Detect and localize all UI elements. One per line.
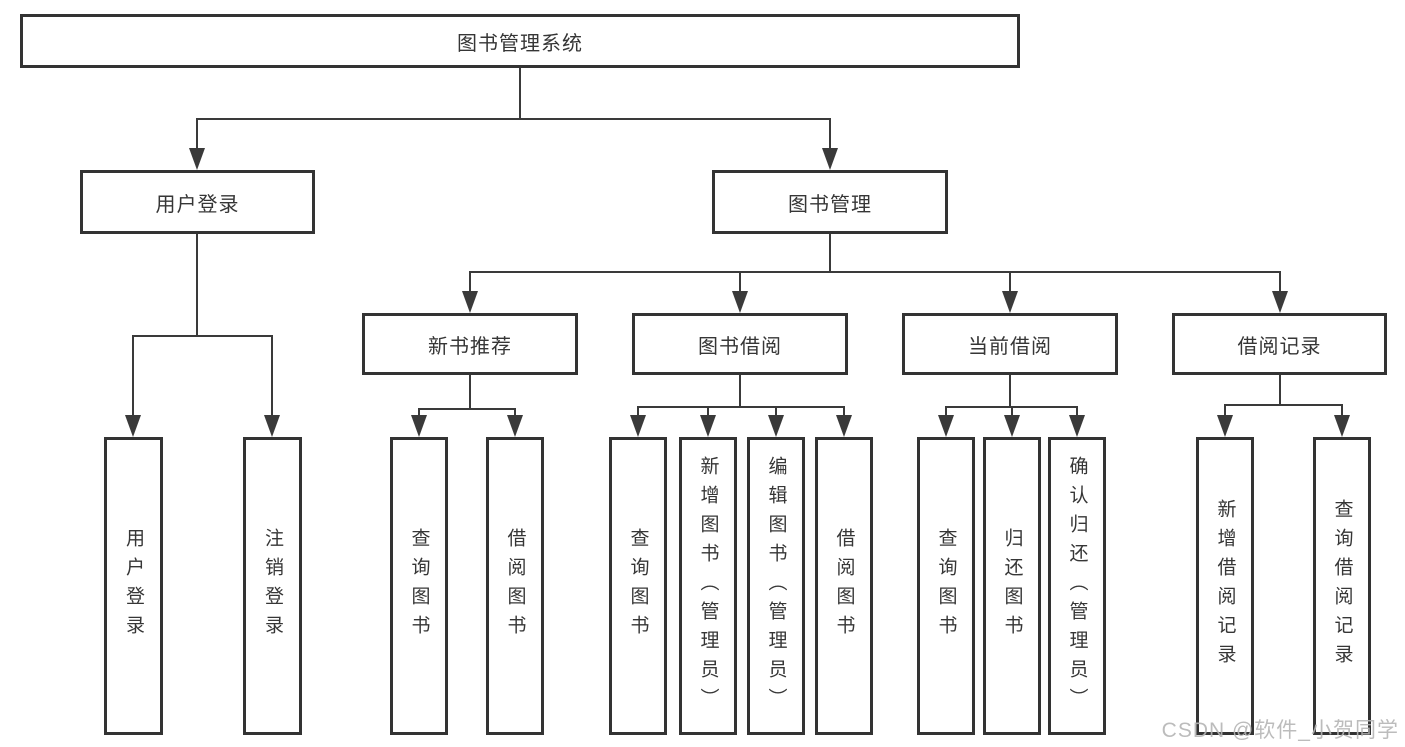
- connector-root-drop-left: [196, 118, 198, 150]
- arrowhead-icon: [630, 415, 646, 437]
- arrowhead-icon: [1004, 415, 1020, 437]
- arrowhead-icon: [1334, 415, 1350, 437]
- connector-bookmgmt-bus: [470, 271, 1281, 273]
- connector-newbook-stem: [469, 375, 471, 408]
- connector-root-stem: [519, 68, 521, 118]
- arrowhead-icon: [411, 415, 427, 437]
- connector-bookborrow-stem: [739, 375, 741, 406]
- arrowhead-icon: [507, 415, 523, 437]
- leaf-label: 查询图书: [935, 528, 957, 644]
- connector-root-drop-right: [829, 118, 831, 150]
- leaf-query-books-1: 查询图书: [390, 437, 448, 735]
- leaf-add-borrow-record: 新增借阅记录: [1196, 437, 1254, 735]
- connector-records-stem: [1279, 375, 1281, 404]
- node-book-borrow: 图书借阅: [632, 313, 848, 375]
- leaf-label: 查询图书: [627, 528, 649, 644]
- connector-bookmgmt-drop-2: [739, 271, 741, 293]
- arrowhead-icon: [1272, 291, 1288, 313]
- connector-newbook-drop-2: [514, 408, 516, 417]
- connector-bookborrow-drop-1: [637, 406, 639, 417]
- arrowhead-icon: [700, 415, 716, 437]
- connector-bookborrow-drop-2: [707, 406, 709, 417]
- connector-currentborrow-stem: [1009, 375, 1011, 406]
- leaf-label: 新增借阅记录: [1214, 499, 1236, 673]
- leaf-query-books-3: 查询图书: [917, 437, 975, 735]
- connector-currentborrow-drop-1: [945, 406, 947, 417]
- connector-records-bus: [1225, 404, 1343, 406]
- connector-root-bus: [197, 118, 830, 120]
- leaf-borrow-books-2: 借阅图书: [815, 437, 873, 735]
- node-user-login: 用户登录: [80, 170, 315, 234]
- connector-bookmgmt-drop-3: [1009, 271, 1011, 293]
- leaf-label: 注销登录: [262, 528, 283, 644]
- arrowhead-icon: [1217, 415, 1233, 437]
- connector-bookborrow-drop-3: [775, 406, 777, 417]
- leaf-label: 查询借阅记录: [1331, 499, 1353, 673]
- arrowhead-icon: [938, 415, 954, 437]
- connector-bookborrow-bus: [638, 406, 845, 408]
- connector-userlogin-drop-2: [271, 335, 273, 417]
- leaf-add-books-admin: 新增图书（管理员）: [679, 437, 737, 735]
- leaf-label: 编辑图书（管理员）: [765, 455, 787, 717]
- arrowhead-icon: [822, 148, 838, 170]
- leaf-borrow-books-1: 借阅图书: [486, 437, 544, 735]
- csdn-watermark: CSDN @软件_小贺同学: [1161, 719, 1399, 742]
- arrowhead-icon: [125, 415, 141, 437]
- connector-records-drop-2: [1341, 404, 1343, 417]
- leaf-return-books: 归还图书: [983, 437, 1041, 735]
- leaf-label: 新增图书（管理员）: [697, 455, 719, 717]
- leaf-query-borrow-record: 查询借阅记录: [1313, 437, 1371, 735]
- leaf-confirm-return-admin: 确认归还（管理员）: [1048, 437, 1106, 735]
- arrowhead-icon: [462, 291, 478, 313]
- arrowhead-icon: [1069, 415, 1085, 437]
- arrowhead-icon: [768, 415, 784, 437]
- leaf-query-books-2: 查询图书: [609, 437, 667, 735]
- arrowhead-icon: [1002, 291, 1018, 313]
- connector-records-drop-1: [1224, 404, 1226, 417]
- leaf-user-login: 用户登录: [104, 437, 163, 735]
- leaf-label: 确认归还（管理员）: [1066, 455, 1088, 717]
- connector-userlogin-drop-1: [132, 335, 134, 417]
- leaf-label: 归还图书: [1001, 528, 1023, 644]
- node-book-management: 图书管理: [712, 170, 948, 234]
- leaf-label: 查询图书: [408, 528, 430, 644]
- node-root: 图书管理系统: [20, 14, 1020, 68]
- connector-userlogin-bus: [133, 335, 273, 337]
- connector-bookmgmt-drop-1: [469, 271, 471, 293]
- leaf-label: 借阅图书: [833, 528, 855, 644]
- arrowhead-icon: [732, 291, 748, 313]
- leaf-edit-books-admin: 编辑图书（管理员）: [747, 437, 805, 735]
- connector-bookmgmt-drop-4: [1279, 271, 1281, 293]
- arrowhead-icon: [189, 148, 205, 170]
- connector-currentborrow-drop-3: [1076, 406, 1078, 417]
- connector-currentborrow-drop-2: [1011, 406, 1013, 417]
- arrowhead-icon: [264, 415, 280, 437]
- connector-userlogin-stem: [196, 234, 198, 335]
- node-current-borrow: 当前借阅: [902, 313, 1118, 375]
- node-borrow-records: 借阅记录: [1172, 313, 1387, 375]
- node-new-book-recommend: 新书推荐: [362, 313, 578, 375]
- leaf-label: 用户登录: [123, 528, 144, 644]
- connector-bookborrow-drop-4: [843, 406, 845, 417]
- connector-bookmgmt-stem: [829, 234, 831, 271]
- connector-newbook-bus: [419, 408, 516, 410]
- connector-newbook-drop-1: [418, 408, 420, 417]
- leaf-label: 借阅图书: [504, 528, 526, 644]
- leaf-logout: 注销登录: [243, 437, 302, 735]
- arrowhead-icon: [836, 415, 852, 437]
